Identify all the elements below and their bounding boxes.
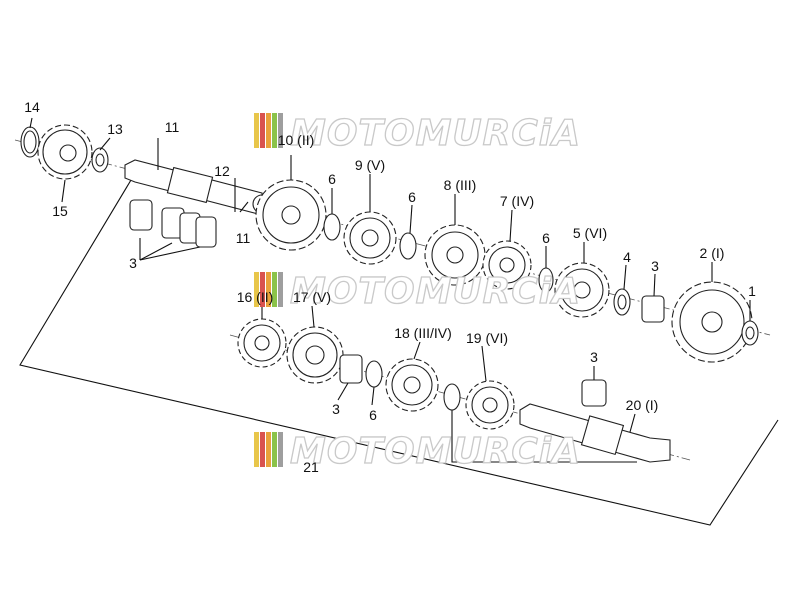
- callout-2: 2 (I): [700, 245, 725, 261]
- watermark-stripe: [266, 272, 271, 307]
- callout-20: 20 (I): [626, 397, 659, 413]
- part-15-sprocket: [37, 124, 93, 180]
- watermark-bottom: MOTOMURCiA: [254, 430, 581, 473]
- callout-6-a: 6: [328, 171, 336, 187]
- watermark-stripe: [272, 432, 277, 467]
- callout-3-lower-b: 3: [590, 349, 598, 365]
- watermark-stripe: [260, 113, 265, 148]
- part-7-gear: [482, 240, 532, 290]
- watermark-text: MOTOMURCiA: [290, 113, 581, 154]
- callout-6-d: 6: [369, 407, 377, 423]
- part-3-bearing-lower-b: [581, 379, 607, 407]
- part-6-circlip-b: [399, 232, 417, 260]
- watermark-stripe: [272, 272, 277, 307]
- part-19-gear: [465, 380, 515, 430]
- watermark-stripe: [266, 432, 271, 467]
- callout-14: 14: [24, 99, 40, 115]
- watermark-stripe: [254, 432, 259, 467]
- watermark-text: MOTOMURCiA: [290, 431, 581, 472]
- part-6-circlip-a: [323, 213, 341, 241]
- callout-16: 16 (II): [237, 289, 274, 305]
- part-1-washer: [741, 320, 759, 346]
- leader-lines: [29, 117, 751, 463]
- part-16-gear: [237, 318, 287, 368]
- watermark-stripe: [272, 113, 277, 148]
- watermark-stripe: [260, 272, 265, 307]
- callout-6-b: 6: [408, 189, 416, 205]
- callout-11-top: 11: [165, 119, 180, 135]
- part-8-gear: [424, 224, 486, 286]
- watermark-stripe: [260, 432, 265, 467]
- callout-12: 12: [214, 163, 230, 179]
- part-3-bearing-group-upper-left: [129, 199, 217, 248]
- callout-3-upper-left: 3: [129, 255, 137, 271]
- callout-6-c: 6: [542, 230, 550, 246]
- part-6-circlip-d: [365, 360, 383, 388]
- callout-labels: 14 13 15 11 12 11 3 10 (II) 6 9 (V) 6 8 …: [24, 99, 756, 475]
- callout-11-bottom: 11: [236, 230, 251, 246]
- part-9-gear: [343, 211, 397, 265]
- callout-1: 1: [748, 283, 756, 299]
- callout-18: 18 (III/IV): [394, 325, 452, 341]
- part-10-gear: [255, 179, 327, 251]
- watermark-top: MOTOMURCiA: [254, 112, 581, 155]
- watermark-stripe: [254, 113, 259, 148]
- callout-13: 13: [107, 121, 123, 137]
- callout-3-upper-right: 3: [651, 258, 659, 274]
- watermark-stripe: [266, 113, 271, 148]
- callout-5: 5 (VI): [573, 225, 607, 241]
- part-2-gear: [671, 281, 753, 363]
- part-13-washer: [91, 147, 109, 173]
- callout-9: 9 (V): [355, 157, 385, 173]
- part-20-output-shaft: [519, 403, 671, 463]
- watermark-stripe: [254, 272, 259, 307]
- watermark-text: MOTOMURCiA: [290, 271, 581, 312]
- watermark-middle: MOTOMURCiA: [254, 270, 581, 313]
- part-18-gear: [385, 358, 439, 412]
- callout-8: 8 (III): [444, 177, 477, 193]
- part-3-bearing-upper-right: [641, 295, 665, 323]
- callout-7: 7 (IV): [500, 193, 534, 209]
- diagram-frame: [19, 164, 779, 526]
- part-washer-lower: [443, 383, 461, 411]
- part-5-gear: [554, 262, 610, 318]
- callout-21: 21: [303, 459, 319, 475]
- part-3-bearing-lower-a: [339, 354, 363, 384]
- callout-17: 17 (V): [293, 289, 331, 305]
- callout-19: 19 (VI): [466, 330, 508, 346]
- callout-15: 15: [52, 203, 68, 219]
- watermark-stripe: [278, 272, 283, 307]
- callout-10: 10 (II): [278, 132, 315, 148]
- callout-4: 4: [623, 249, 631, 265]
- watermark-stripe: [278, 432, 283, 467]
- part-4-washer: [613, 288, 631, 316]
- watermark-stripe: [278, 113, 283, 148]
- callout-3-lower-a: 3: [332, 401, 340, 417]
- part-17-gear: [286, 326, 344, 384]
- part-14-circlip: [20, 126, 40, 158]
